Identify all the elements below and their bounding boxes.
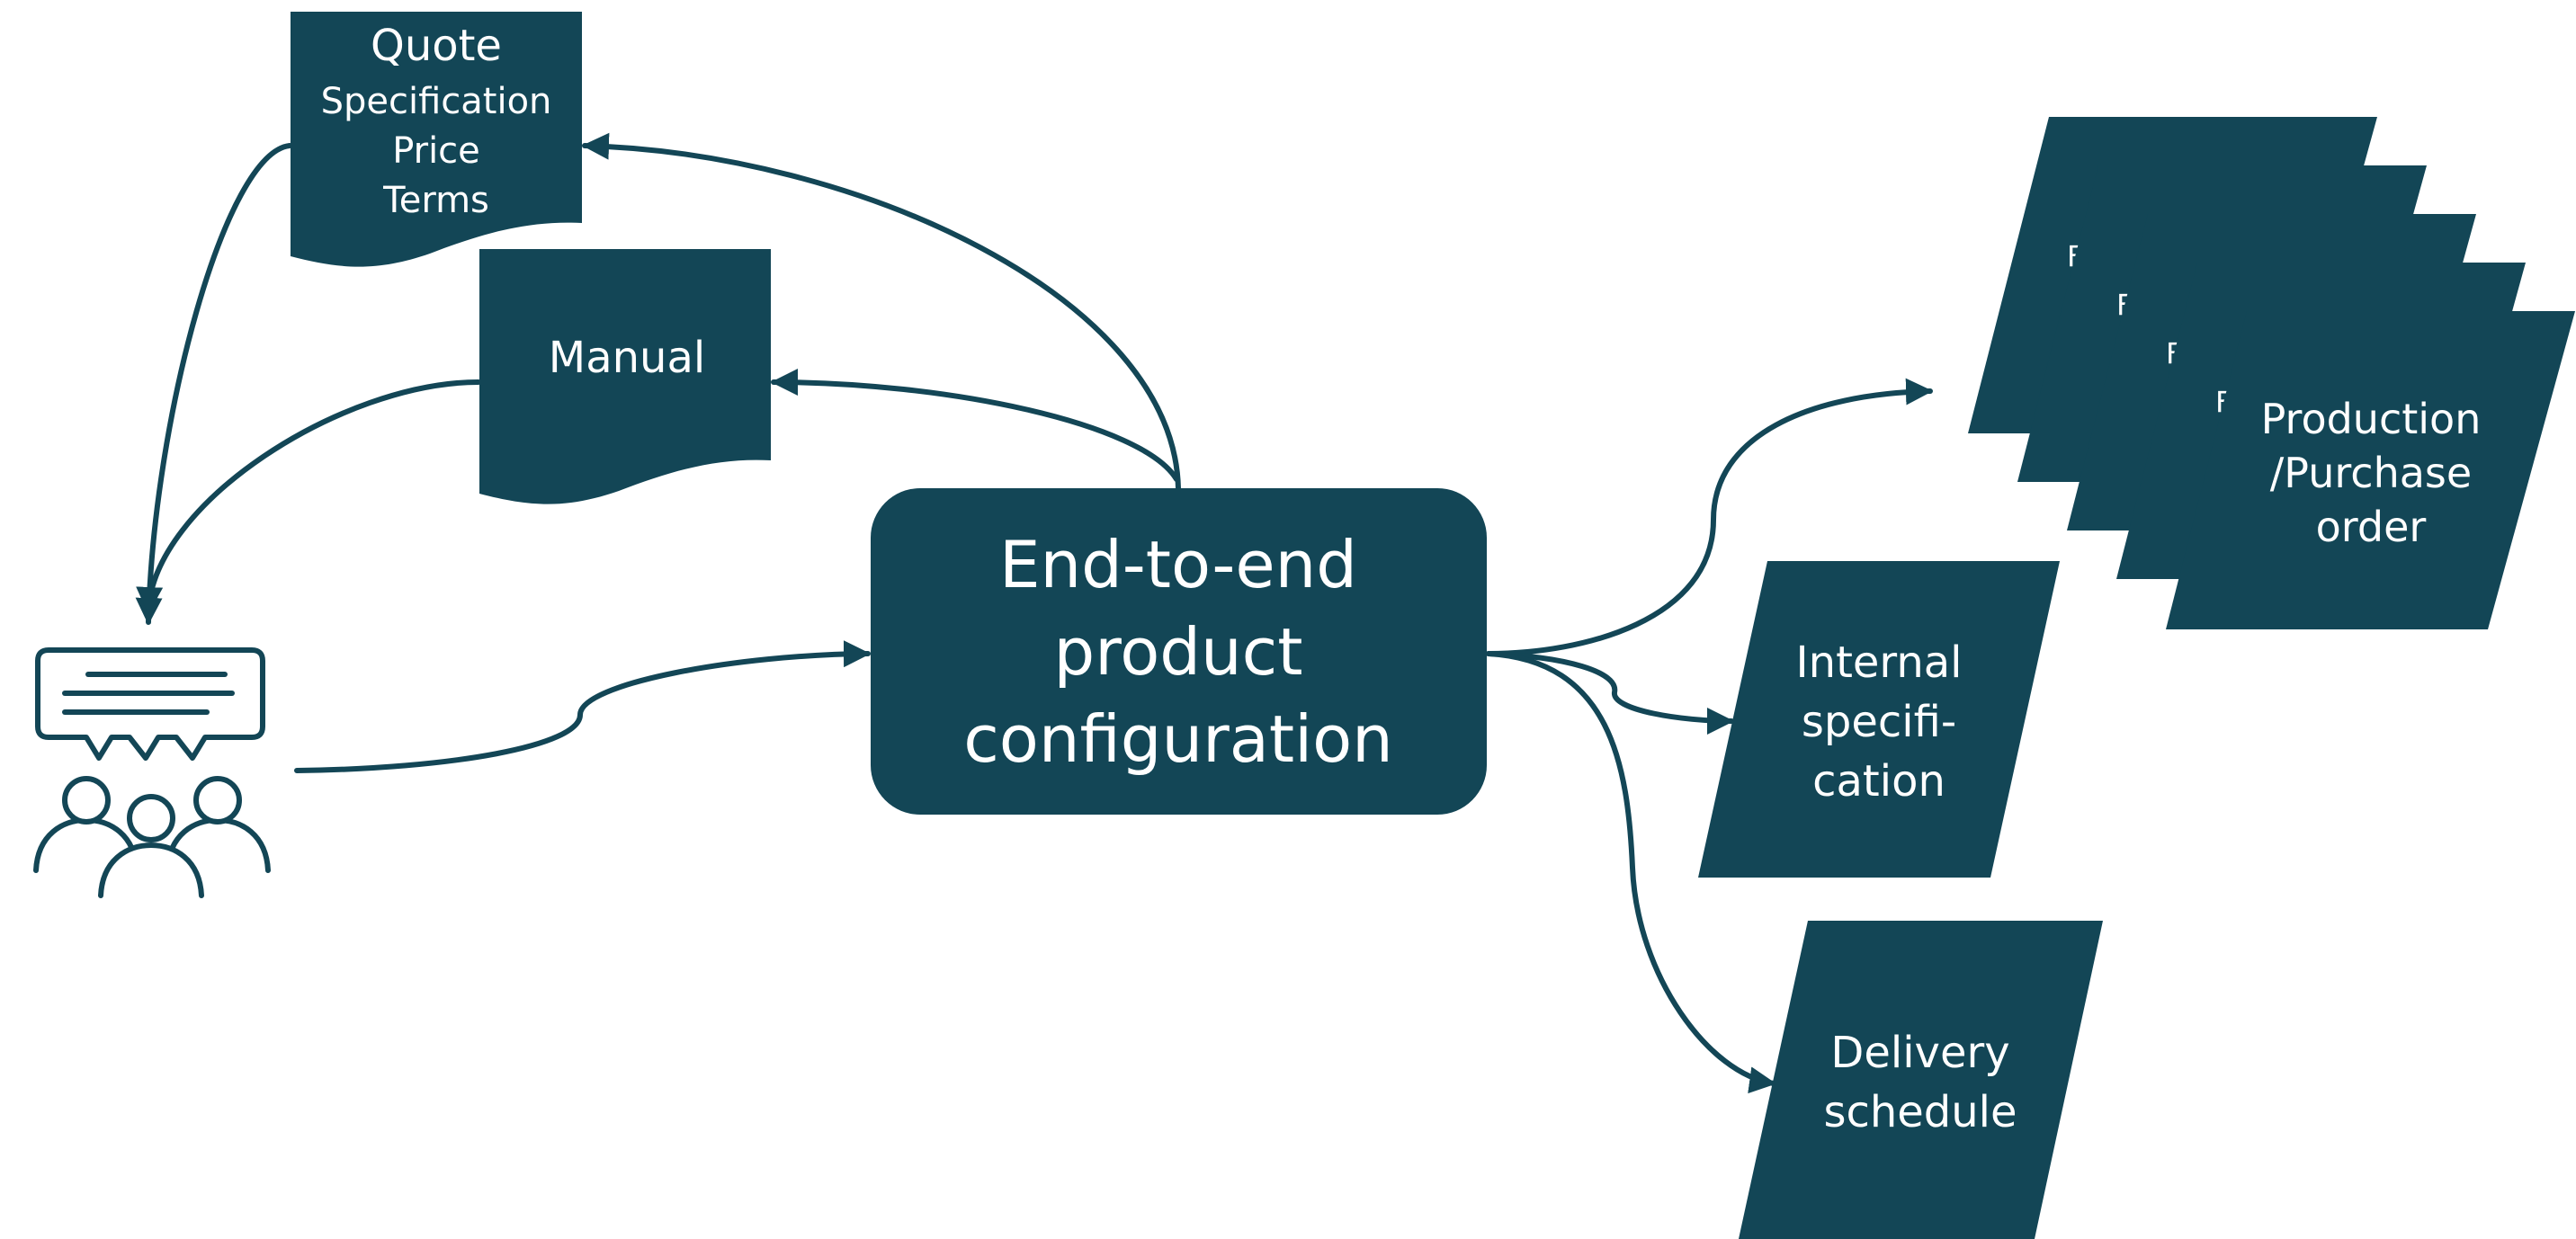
arrow-central-to-manual (771, 369, 1179, 482)
central-line-configuration: configuration (963, 701, 1393, 777)
internal-specification-line-1: Internal (1796, 637, 1963, 688)
arrow-central-to-production-order (1486, 378, 1933, 656)
person-center-body-icon (98, 842, 204, 898)
internal-specification: Internal specifi- cation (1698, 561, 2060, 878)
central-line-end-to-end: End-to-end (999, 527, 1357, 602)
connectors (135, 132, 1933, 1094)
person-right-head-icon (193, 776, 242, 825)
arrow-central-to-delivery-schedule (1486, 651, 1776, 1094)
quote-line-terms: Terms (382, 180, 489, 221)
delivery-schedule: Delivery schedule (1739, 921, 2103, 1239)
arrow-customers-to-central (294, 640, 871, 773)
manual-document-shape (479, 249, 771, 504)
production-order-line-production: Production (2261, 395, 2482, 443)
internal-specification-line-2: specifi- (1802, 697, 1956, 747)
arrow-quote-to-customers (135, 143, 292, 625)
delivery-schedule-line-1: Delivery (1830, 1028, 2009, 1078)
production-order-line-order: order (2316, 503, 2427, 551)
quote-title: Quote (371, 21, 502, 71)
delivery-schedule-line-2: schedule (1823, 1087, 2017, 1137)
central-process-shape (871, 488, 1487, 815)
internal-specification-line-3: cation (1812, 756, 1945, 807)
quote-line-specification: Specification (321, 81, 552, 122)
central-line-product: product (1054, 614, 1303, 690)
manual-document: Manual (479, 249, 771, 504)
production-order-card-front (2166, 311, 2575, 629)
production-order-line-purchase: /Purchase (2270, 449, 2472, 497)
manual-label: Manual (549, 333, 705, 383)
quote-document-shape (291, 12, 582, 267)
customers-chat-icon (33, 647, 271, 898)
delivery-schedule-shape (1739, 921, 2103, 1239)
person-left-head-icon (62, 776, 111, 825)
central-process: End-to-end product configuration (871, 488, 1487, 815)
quote-line-price: Price (392, 130, 480, 172)
quote-document: Quote Specification Price Terms (291, 12, 582, 267)
arrow-central-to-internal-specification (1486, 651, 1734, 735)
person-center-head-icon (127, 794, 175, 842)
internal-specification-shape (1698, 561, 2060, 878)
speech-bubble-icon (35, 647, 265, 761)
arrow-central-to-quote (582, 132, 1181, 491)
production-order-stack: F F F F Production /Purchase order (1968, 117, 2575, 629)
arrow-manual-to-customers (136, 379, 481, 614)
